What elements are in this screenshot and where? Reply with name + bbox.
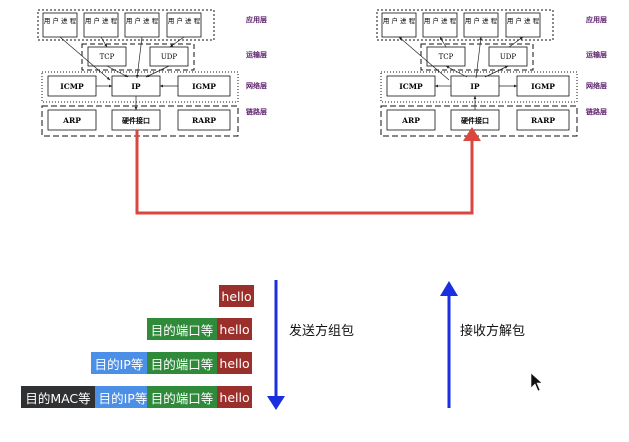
arp-box — [47, 109, 97, 131]
send-label: 发送方组包 — [289, 324, 355, 339]
layer-label-network: 网络层 — [246, 81, 267, 90]
protocol-stacks-diagram: 用 户 进 程 用 户 进 程 用 户 进 程 用 户 进 程 TCP UDP … — [37, 9, 607, 215]
tcp-label: TCP — [439, 53, 454, 61]
port-header: 目的端口等 — [147, 386, 217, 408]
user-process-box — [463, 12, 499, 38]
send-arrow — [267, 280, 285, 410]
user-process-box — [505, 12, 541, 38]
udp-label: UDP — [500, 53, 517, 61]
icmp-label: ICMP — [399, 82, 423, 91]
udp-label: UDP — [161, 53, 178, 61]
port-header: 目的端口等 — [147, 352, 217, 374]
ip-label: IP — [470, 82, 480, 91]
layer-label-transport: 运输层 — [586, 50, 607, 59]
transmission-path — [135, 130, 474, 215]
port-header: 目的端口等 — [147, 318, 217, 340]
rarp-label: RARP — [192, 116, 216, 125]
user-process-box — [422, 12, 458, 38]
mac-header: 目的MAC等 — [21, 386, 95, 408]
user-process-box — [83, 12, 119, 38]
user-process-label: 用 户 进 程 — [465, 16, 498, 25]
stack-flow-arrows — [59, 36, 185, 111]
rarp-label: RARP — [531, 116, 555, 125]
hw-interface-label: 硬件接口 — [122, 116, 150, 125]
mouse-cursor-icon — [530, 372, 543, 392]
layer-label-link: 链路层 — [585, 107, 607, 116]
layer-label-app: 应用层 — [586, 15, 607, 24]
user-process-label: 用 户 进 程 — [44, 16, 77, 25]
user-process-box — [381, 12, 417, 38]
layer-label-app: 应用层 — [246, 15, 267, 24]
hello-payload: hello — [217, 386, 252, 408]
hello-payload: hello — [219, 285, 254, 307]
user-process-label: 用 户 进 程 — [507, 16, 540, 25]
user-process-label: 用 户 进 程 — [85, 16, 118, 25]
user-process-label: 用 户 进 程 — [383, 16, 416, 25]
receive-arrow — [440, 281, 458, 408]
tcp-label: TCP — [100, 53, 115, 61]
ip-header: 目的IP等 — [91, 352, 147, 374]
user-process-label: 用 户 进 程 — [126, 16, 159, 25]
hw-interface-label: 硬件接口 — [461, 116, 489, 125]
arp-label: ARP — [401, 116, 420, 125]
transmission-arrowhead — [463, 127, 481, 141]
stack-flow-arrows — [398, 36, 524, 110]
icmp-label: ICMP — [60, 82, 84, 91]
receive-label: 接收方解包 — [460, 324, 526, 339]
direction-arrows — [267, 280, 543, 410]
ip-header: 目的IP等 — [95, 386, 151, 408]
user-process-label: 用 户 进 程 — [424, 16, 457, 25]
layer-label-link: 链路层 — [245, 107, 267, 116]
arp-label: ARP — [62, 116, 81, 125]
layer-label-transport: 运输层 — [246, 50, 267, 59]
user-process-label: 用 户 进 程 — [168, 16, 201, 25]
rarp-box — [516, 109, 570, 131]
ip-label: IP — [131, 82, 141, 91]
layer-label-network: 网络层 — [586, 81, 607, 90]
receiver-stack: 用 户 进 程 用 户 进 程 用 户 进 程 用 户 进 程 TCP UDP … — [376, 9, 607, 137]
arp-box — [386, 109, 436, 131]
sender-stack: 用 户 进 程 用 户 进 程 用 户 进 程 用 户 进 程 TCP UDP … — [37, 9, 267, 137]
hello-payload: hello — [217, 318, 252, 340]
igmp-label: IGMP — [531, 82, 555, 91]
hello-payload: hello — [217, 352, 252, 374]
rarp-box — [177, 109, 231, 131]
igmp-label: IGMP — [192, 82, 216, 91]
